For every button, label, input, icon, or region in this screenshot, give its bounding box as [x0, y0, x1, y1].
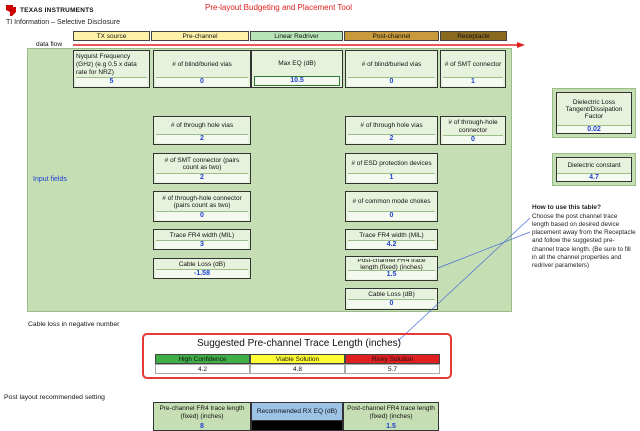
field-label: # of through hole vias [360, 122, 423, 130]
post-through-hole-connector-field[interactable]: # of through-hole connector 0 [440, 116, 506, 145]
field-label: # of through-hole connector (pairs count… [162, 194, 242, 210]
field-value[interactable]: 10.5 [254, 75, 340, 86]
field-label: Pre-channel FR4 trace length (fixed) (in… [159, 405, 245, 420]
field-value[interactable]: 1 [348, 172, 435, 182]
dielectric-loss-box: Dielectric Loss Tangent/Dissipation Fact… [552, 88, 636, 138]
post-cable-loss-field[interactable]: Cable Loss (dB) 0 [345, 288, 438, 310]
field-label: Trace FR4 width (MIL) [169, 232, 235, 239]
field-label: Cable Loss (dB) [368, 291, 415, 298]
suggested-title: Suggested Pre-channel Trace Length (inch… [196, 338, 401, 349]
how-to-body: Choose the post channel trace length bas… [532, 212, 636, 270]
field-label: Dielectric constant [567, 162, 621, 169]
field-value [252, 421, 342, 430]
field-value[interactable]: 1 [443, 76, 503, 86]
field-label: Max EQ (dB) [278, 60, 316, 68]
field-value[interactable]: 5 [76, 76, 147, 86]
pre-smt-connector-pairs-field[interactable]: # of SMT connector (pairs count as two) … [153, 153, 251, 184]
data-flow-arrow-icon [73, 42, 525, 48]
field-label: # of through-hole connector [448, 119, 498, 134]
header-post-channel: Post-channel [344, 31, 439, 41]
field-value[interactable]: 1.5 [386, 423, 396, 430]
texas-instruments-icon [6, 4, 16, 16]
ti-logo: TEXAS INSTRUMENTS [5, 2, 125, 18]
field-value[interactable]: 0 [348, 76, 435, 86]
field-value[interactable]: 1.5 [348, 269, 435, 279]
field-label: Nyquist Frequency (GHz) (e.g 0.5 x data … [76, 53, 137, 76]
post-fr4-trace-length-field[interactable]: Post-channel FR4 trace length (fixed) (i… [345, 256, 438, 281]
field-value[interactable]: 8 [200, 423, 204, 430]
disclosure-label: TI Information – Selective Disclosure [6, 19, 120, 26]
high-confidence-label: High Confidence [155, 354, 250, 364]
pre-trace-fr4-width-field[interactable]: Trace FR4 width (MIL) 3 [153, 229, 251, 250]
high-confidence-value: 4.2 [155, 364, 250, 374]
how-to-title: How to use this table? [532, 204, 601, 211]
field-value[interactable]: 0 [156, 76, 248, 86]
field-label: # of through hole vias [170, 122, 234, 130]
post-blind-vias-field[interactable]: # of blind/buried vias 0 [345, 50, 438, 88]
brand-name: TEXAS INSTRUMENTS [20, 6, 94, 14]
pre-through-hole-connector-field[interactable]: # of through-hole connector (pairs count… [153, 191, 251, 222]
how-to-use-note: How to use this table? Choose the post c… [532, 204, 636, 271]
field-label: Recommended RX EQ (dB) [252, 403, 342, 421]
field-label: Post-channel FR4 trace length (fixed) (i… [357, 259, 426, 270]
cable-loss-note: Cable loss in negative number [28, 321, 120, 328]
field-value[interactable]: 3 [156, 239, 248, 250]
post-layout-post-fr4-field[interactable]: Post-channel FR4 trace length (fixed) (i… [343, 402, 439, 431]
field-label: Trace FR4 width (MIL) [359, 232, 424, 239]
input-fields-label: Input fields [33, 176, 67, 183]
field-label: # of ESD protection devices [351, 160, 432, 168]
field-value[interactable]: 0 [156, 210, 248, 220]
field-label: Post-channel FR4 trace length (fixed) (i… [347, 405, 435, 420]
post-layout-label: Post layout recommended setting [4, 394, 105, 401]
field-value[interactable]: -1.58 [156, 268, 248, 279]
field-value[interactable]: 4.7 [557, 173, 631, 181]
common-mode-chokes-field[interactable]: # of common mode chokes 0 [345, 191, 438, 222]
field-value[interactable]: 4.2 [348, 239, 435, 250]
field-value[interactable]: 0.02 [557, 125, 631, 133]
pre-blind-vias-field[interactable]: # of blind/buried vias 0 [153, 50, 251, 88]
header-receptacle: Receptacle [440, 31, 507, 41]
header-linear-redriver: Linear Redriver [250, 31, 343, 41]
field-label: Cable Loss (dB) [178, 261, 226, 268]
viable-solution-value: 4.8 [250, 364, 345, 374]
max-eq-field[interactable]: Max EQ (dB) 10.5 [251, 50, 343, 88]
field-value[interactable]: 0 [348, 210, 435, 220]
field-label: Dielectric Loss Tangent/Dissipation Fact… [565, 98, 623, 120]
field-label: # of blind/buried vias [172, 60, 232, 68]
field-value[interactable]: 0 [348, 298, 435, 309]
field-label: # of SMT connector (pairs count as two) [164, 156, 240, 172]
field-label: # of common mode chokes [352, 198, 431, 206]
field-label: # of SMT connector [444, 60, 502, 68]
smt-connector-field[interactable]: # of SMT connector 1 [440, 50, 506, 88]
recommended-rx-eq-field: Recommended RX EQ (dB) [251, 402, 343, 431]
field-value[interactable]: 2 [156, 133, 248, 143]
app-title: Pre-layout Budgeting and Placement Tool [205, 3, 353, 12]
field-value[interactable]: 2 [348, 133, 435, 143]
dielectric-constant-box: Dielectric constant 4.7 [552, 153, 636, 186]
esd-protection-devices-field[interactable]: # of ESD protection devices 1 [345, 153, 438, 184]
header-pre-channel: Pre-channel [151, 31, 249, 41]
dielectric-constant-field[interactable]: Dielectric constant 4.7 [556, 157, 632, 182]
nyquist-frequency-field[interactable]: Nyquist Frequency (GHz) (e.g 0.5 x data … [73, 50, 150, 88]
post-trace-fr4-width-field[interactable]: Trace FR4 width (MIL) 4.2 [345, 229, 438, 250]
post-through-hole-vias-field[interactable]: # of through hole vias 2 [345, 116, 438, 145]
risky-solution-label: Risky Solution [345, 354, 440, 364]
field-value[interactable]: 0 [443, 134, 503, 144]
field-value[interactable]: 2 [156, 172, 248, 182]
pre-through-hole-vias-field[interactable]: # of through hole vias 2 [153, 116, 251, 145]
pre-cable-loss-field[interactable]: Cable Loss (dB) -1.58 [153, 258, 251, 279]
data-flow-label: data flow [36, 41, 63, 48]
suggested-trace-length-box [142, 333, 452, 379]
post-layout-pre-fr4-field[interactable]: Pre-channel FR4 trace length (fixed) (in… [153, 402, 251, 431]
risky-solution-value: 5.7 [345, 364, 440, 374]
field-label: # of blind/buried vias [361, 60, 422, 68]
header-tx-source: TX source [73, 31, 150, 41]
dielectric-loss-field[interactable]: Dielectric Loss Tangent/Dissipation Fact… [556, 92, 632, 134]
viable-solution-label: Viable Solution [250, 354, 345, 364]
